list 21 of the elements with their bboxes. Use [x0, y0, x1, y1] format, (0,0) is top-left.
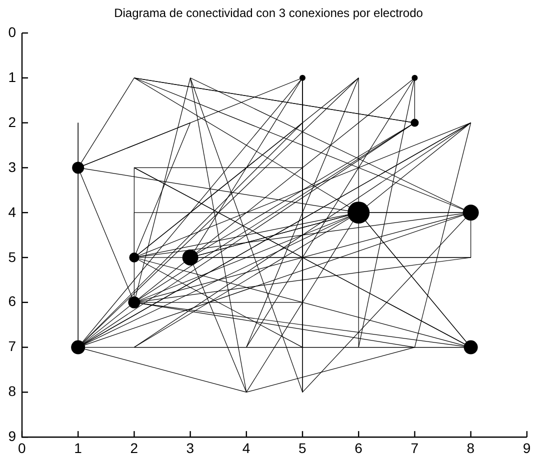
chart-title: Diagrama de conectividad con 3 conexiones por electrodo [113, 6, 424, 20]
axis-tick-label: 8 [466, 440, 475, 456]
axis-tick-label: 2 [8, 114, 16, 130]
axis-tick-label: 5 [298, 440, 306, 456]
axis-tick-label: 5 [8, 248, 16, 264]
axis-tick-label: 2 [130, 440, 138, 456]
axis-tick-label: 6 [8, 293, 16, 310]
axis-tick-label: 3 [186, 440, 194, 456]
axis-tick-label: 3 [8, 158, 16, 175]
axis-tick-label: 7 [8, 338, 16, 354]
axis-tick-label: 4 [8, 204, 16, 220]
axis-tick-label: 9 [522, 440, 531, 456]
axis-tick-label: 7 [410, 440, 418, 456]
axis-tick-label: 1 [74, 440, 82, 456]
axis-tick-label: 8 [8, 383, 16, 400]
axis-tick-label: 9 [8, 428, 16, 444]
axis-tick-label: 4 [242, 440, 250, 456]
axis-tick-label: 0 [18, 440, 26, 456]
axis-tick-label: 0 [8, 24, 16, 40]
axis-tick-label: 6 [354, 440, 362, 456]
axis-tick-label: 1 [8, 68, 16, 85]
